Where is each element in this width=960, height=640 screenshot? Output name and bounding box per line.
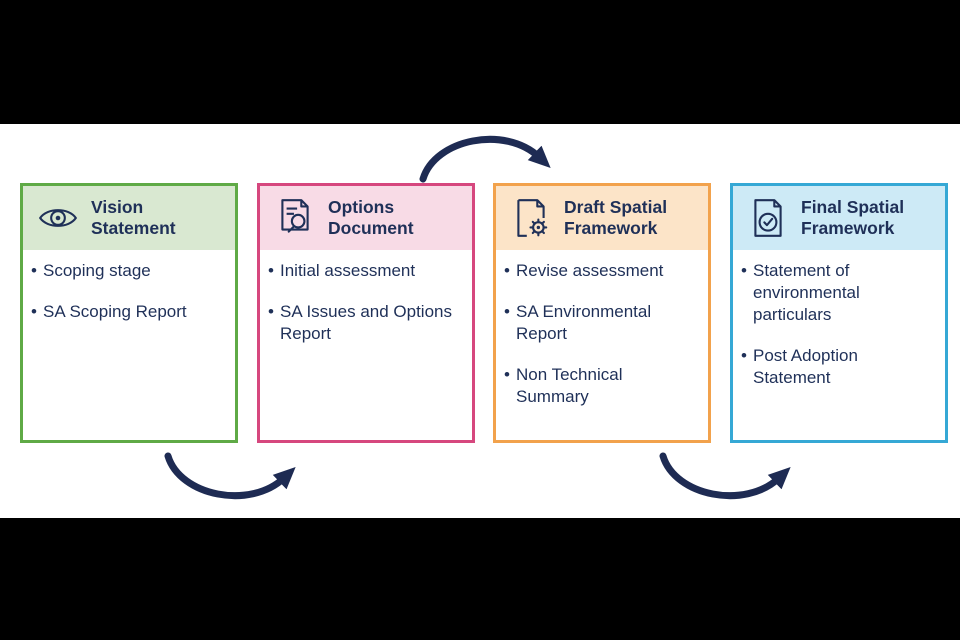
document-gear-icon — [510, 197, 552, 239]
list-item: SA Scoping Report — [31, 301, 225, 323]
stage-title: Final Spatial Framework — [801, 197, 905, 238]
list-item: Statement of environmental particulars — [741, 260, 935, 326]
stage-body: Statement of environmental particulars P… — [733, 250, 945, 399]
flow-arrow-bottom-left-icon — [160, 448, 305, 510]
eye-icon — [37, 197, 79, 239]
stage-card-vision-statement: Vision Statement Scoping stage SA Scopin… — [20, 183, 238, 443]
document-check-icon — [747, 197, 789, 239]
stage-header: Options Document — [260, 186, 472, 250]
list-item: Scoping stage — [31, 260, 225, 282]
list-item: Post Adoption Statement — [741, 345, 935, 389]
stage-body: Scoping stage SA Scoping Report — [23, 250, 235, 333]
stage-card-draft-spatial-framework: Draft Spatial Framework Revise assessmen… — [493, 183, 711, 443]
stage-body: Initial assessment SA Issues and Options… — [260, 250, 472, 355]
stage-header: Vision Statement — [23, 186, 235, 250]
flow-arrow-top-icon — [415, 125, 560, 187]
stage-title: Vision Statement — [91, 197, 176, 238]
list-item: Initial assessment — [268, 260, 462, 282]
stage-body: Revise assessment SA Environmental Repor… — [496, 250, 708, 418]
list-item: Non Technical Summary — [504, 364, 698, 408]
stage-title: Draft Spatial Framework — [564, 197, 668, 238]
flow-arrow-bottom-right-icon — [655, 448, 800, 510]
list-item: SA Environmental Report — [504, 301, 698, 345]
stage-card-final-spatial-framework: Final Spatial Framework Statement of env… — [730, 183, 948, 443]
list-item: Revise assessment — [504, 260, 698, 282]
stage-title: Options Document — [328, 197, 414, 238]
document-search-icon — [274, 197, 316, 239]
stage-header: Draft Spatial Framework — [496, 186, 708, 250]
stage-card-options-document: Options Document Initial assessment SA I… — [257, 183, 475, 443]
stage-header: Final Spatial Framework — [733, 186, 945, 250]
list-item: SA Issues and Options Report — [268, 301, 462, 345]
